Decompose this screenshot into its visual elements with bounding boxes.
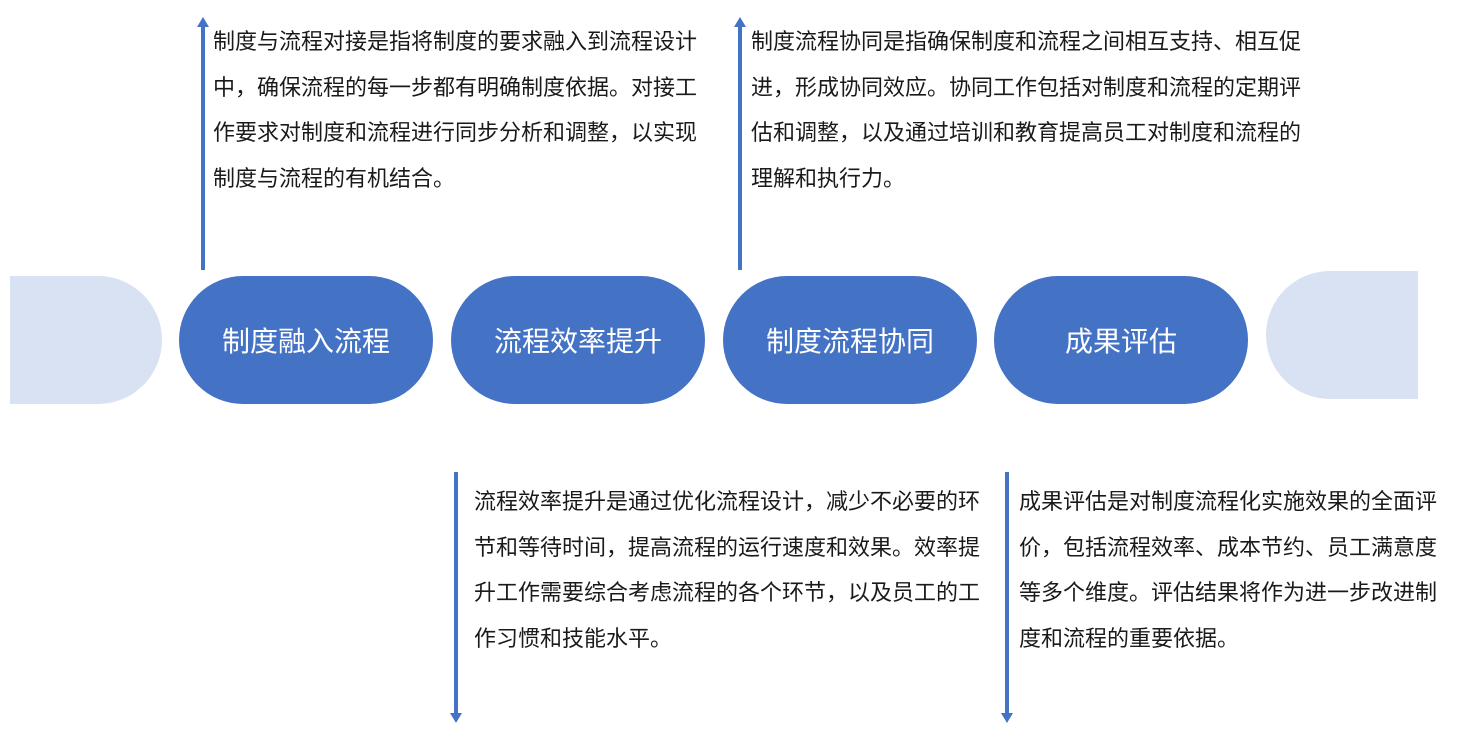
stage-3-pill: 制度流程协同 [723,276,977,404]
stage-1-pill: 制度融入流程 [179,276,433,404]
stage-2-label: 流程效率提升 [493,325,662,358]
faded-shape-left [10,276,162,404]
stage-2-pill: 流程效率提升 [451,276,705,404]
stage-4-label: 成果评估 [1064,325,1177,358]
stage-4-description: 成果评估是对制度流程化实施效果的全面评价，包括流程效率、成本节约、员工满意度等多… [1019,490,1438,652]
stage-1-label: 制度融入流程 [221,325,390,358]
stage-3-description: 制度流程协同是指确保制度和流程之间相互支持、相互促进，形成协同效应。协同工作包括… [751,30,1302,192]
stage-1-description: 制度与流程对接是指将制度的要求融入到流程设计中，确保流程的每一步都有明确制度依据… [213,30,698,192]
faded-shape-right [1266,271,1418,399]
stage-2-description: 流程效率提升是通过优化流程设计，减少不必要的环节和等待时间，提高流程的运行速度和… [474,490,981,652]
stage-3-label: 制度流程协同 [765,325,934,358]
stage-4-pill: 成果评估 [994,276,1248,404]
